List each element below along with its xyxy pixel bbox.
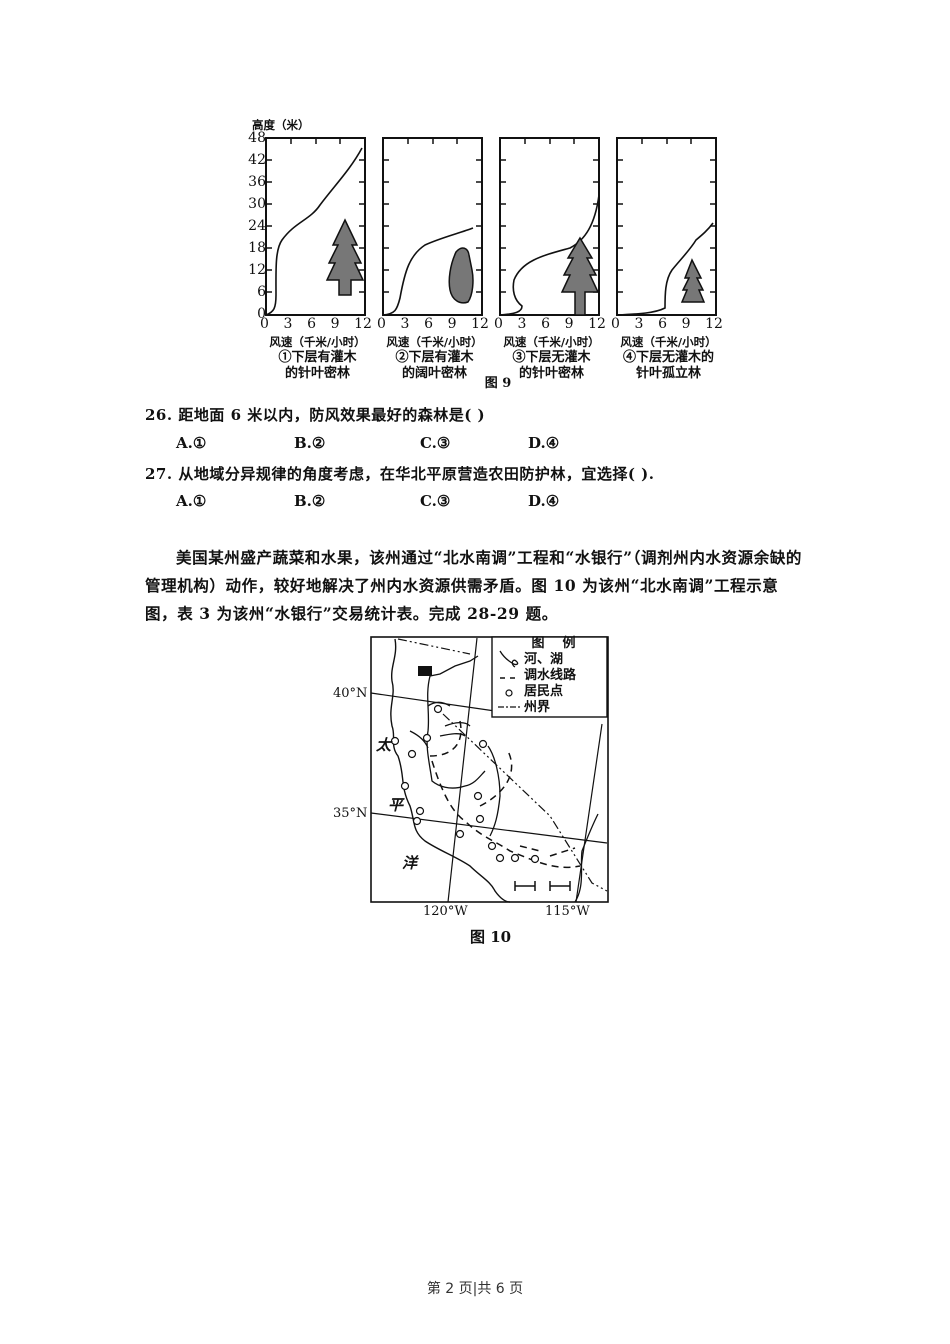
x-tick: 0 bbox=[494, 316, 503, 332]
panel-label-line1: ③下层无灌木 bbox=[512, 350, 591, 365]
x-tick: 3 bbox=[283, 316, 293, 332]
x-tick: 3 bbox=[634, 316, 644, 332]
x-tick: 12 bbox=[354, 316, 372, 332]
panel-3-caption: 风速（千米/小时） ③下层无灌木 的针叶密林 bbox=[489, 334, 614, 382]
panel-1-caption: 风速（千米/小时） ①下层有灌木 的针叶密林 bbox=[255, 334, 380, 382]
x-tick: 0 bbox=[377, 316, 386, 332]
question-text: 距地面 6 米以内，防风效果最好的森林是( ) bbox=[178, 406, 486, 424]
figure9-caption: 图 9 bbox=[484, 376, 512, 391]
y-axis-title: 高度（米） bbox=[252, 118, 310, 132]
page-footer: 第 2 页|共 6 页 bbox=[426, 1281, 524, 1297]
x-tick: 0 bbox=[260, 316, 269, 332]
legend-item-river-lake: 河、湖 bbox=[524, 652, 564, 667]
figure10-map bbox=[370, 636, 609, 903]
question-number: 27. bbox=[145, 465, 173, 483]
panel-2-caption: 风速（千米/小时） ②下层有灌木 的阔叶密林 bbox=[372, 334, 497, 382]
x-tick: 9 bbox=[447, 316, 457, 332]
x-tick: 0 bbox=[611, 316, 620, 332]
passage: 美国某州盛产蔬菜和水果，该州通过“北水南调”工程和“水银行”（调剂州内水资源余缺… bbox=[145, 548, 803, 623]
map-legend: 图 例 河、湖 调水线路 居民点 州界 bbox=[492, 636, 607, 716]
legend-item-state-border: 州界 bbox=[524, 700, 551, 715]
x-tick: 3 bbox=[517, 316, 527, 332]
figure9-charts bbox=[265, 137, 717, 316]
panel-label-line1: ④下层无灌木的 bbox=[622, 350, 714, 365]
x-tick: 6 bbox=[424, 316, 433, 332]
river-lake-icon bbox=[499, 650, 519, 668]
panel-label-line2: 的针叶密林 bbox=[284, 366, 350, 381]
question-27: 27. 从地域分异规律的角度考虑，在华北平原营造农田防护林，宜选择( ). bbox=[145, 463, 655, 484]
x-tick: 9 bbox=[330, 316, 340, 332]
x-axis-title: 风速（千米/小时） bbox=[620, 335, 717, 349]
option-d: D.④ bbox=[528, 492, 560, 510]
option-b: B.② bbox=[294, 492, 326, 510]
question-26: 26. 距地面 6 米以内，防风效果最好的森林是( ) bbox=[145, 404, 485, 425]
x-tick: 6 bbox=[541, 316, 550, 332]
panel-4-caption: 风速（千米/小时） ④下层无灌木的 针叶孤立林 bbox=[606, 334, 731, 382]
circle-icon bbox=[505, 689, 513, 697]
legend-item-water-route: 调水线路 bbox=[524, 668, 577, 683]
x-tick: 6 bbox=[307, 316, 316, 332]
ocean-label-char: 平 bbox=[388, 796, 404, 814]
legend-title: 图 例 bbox=[531, 636, 576, 651]
legend-item-settlement: 居民点 bbox=[524, 684, 564, 699]
x-tick: 3 bbox=[400, 316, 410, 332]
lon-label-115w: 115°W bbox=[545, 904, 590, 919]
x-tick: 9 bbox=[681, 316, 691, 332]
panel-label-line2: 的阔叶密林 bbox=[401, 366, 467, 381]
option-a: A.① bbox=[176, 434, 207, 452]
option-d: D.④ bbox=[528, 434, 560, 452]
x-tick: 12 bbox=[471, 316, 489, 332]
ocean-label-char: 洋 bbox=[402, 854, 418, 872]
x-tick: 12 bbox=[588, 316, 606, 332]
question-text: 从地域分异规律的角度考虑，在华北平原营造农田防护林，宜选择( ). bbox=[178, 465, 655, 483]
lat-label-40n: 40°N bbox=[333, 686, 368, 701]
panel-label-line2: 的针叶密林 bbox=[518, 366, 584, 381]
x-axis-title: 风速（千米/小时） bbox=[503, 335, 600, 349]
question-number: 26. bbox=[145, 406, 173, 424]
figure10-caption: 图 10 bbox=[470, 928, 512, 946]
x-tick: 9 bbox=[564, 316, 574, 332]
ocean-label-char: 太 bbox=[376, 736, 392, 754]
x-tick: 12 bbox=[705, 316, 723, 332]
lat-label-35n: 35°N bbox=[333, 806, 368, 821]
option-c: C.③ bbox=[420, 492, 451, 510]
panel-label-line2: 针叶孤立林 bbox=[635, 366, 701, 381]
lon-label-120w: 120°W bbox=[423, 904, 468, 919]
x-axis-title: 风速（千米/小时） bbox=[269, 335, 366, 349]
x-axis-title: 风速（千米/小时） bbox=[386, 335, 483, 349]
panel-label-line1: ①下层有灌木 bbox=[278, 350, 357, 365]
x-tick: 6 bbox=[658, 316, 667, 332]
option-b: B.② bbox=[294, 434, 326, 452]
option-c: C.③ bbox=[420, 434, 451, 452]
option-a: A.① bbox=[176, 492, 207, 510]
panel-label-line1: ②下层有灌木 bbox=[395, 350, 474, 365]
